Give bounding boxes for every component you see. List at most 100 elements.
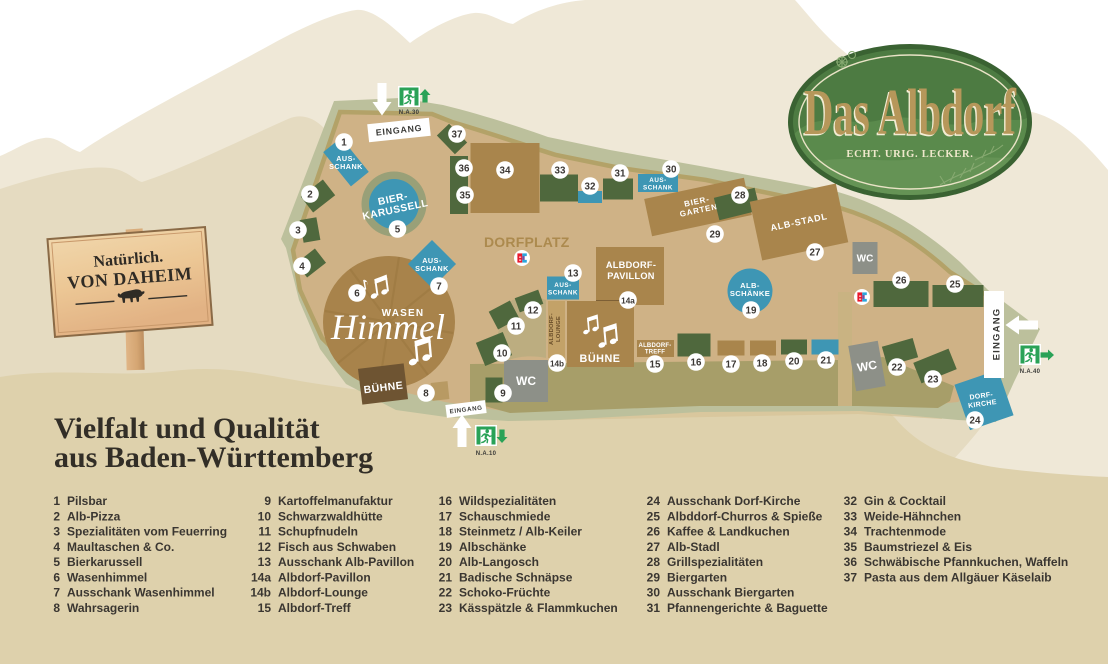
svg-text:Maultaschen & Co.: Maultaschen & Co. — [67, 540, 174, 554]
svg-text:EINGANG: EINGANG — [992, 308, 1003, 361]
svg-text:Schupfnudeln: Schupfnudeln — [278, 525, 358, 539]
svg-text:Spezialitäten vom Feuerring: Spezialitäten vom Feuerring — [67, 525, 227, 539]
svg-text:Alb-Langosch: Alb-Langosch — [459, 555, 539, 569]
svg-text:5: 5 — [395, 224, 401, 235]
svg-text:SCHANK: SCHANK — [643, 184, 673, 191]
svg-text:7: 7 — [436, 281, 442, 292]
svg-text:ALBDORF-: ALBDORF- — [606, 260, 656, 270]
svg-text:N.A.10: N.A.10 — [476, 451, 497, 457]
svg-text:Pilsbar: Pilsbar — [67, 494, 107, 508]
svg-text:N.A.30: N.A.30 — [399, 110, 420, 116]
svg-text:30: 30 — [647, 586, 661, 600]
svg-text:1: 1 — [341, 137, 347, 148]
svg-text:17: 17 — [439, 509, 453, 523]
svg-text:25: 25 — [647, 509, 661, 523]
svg-text:BÜHNE: BÜHNE — [580, 352, 621, 365]
svg-text:9: 9 — [500, 388, 506, 399]
svg-text:20: 20 — [789, 356, 800, 367]
svg-text:SCHÄNKE: SCHÄNKE — [730, 289, 770, 298]
svg-text:Natürlich.: Natürlich. — [93, 248, 164, 270]
svg-text:20: 20 — [439, 555, 453, 569]
svg-text:Wildspezialitäten: Wildspezialitäten — [459, 494, 556, 508]
svg-text:WASEN: WASEN — [382, 308, 425, 319]
svg-text:37: 37 — [452, 129, 463, 140]
svg-text:Pfannengerichte & Baguette: Pfannengerichte & Baguette — [667, 601, 828, 615]
svg-text:18: 18 — [439, 525, 453, 539]
svg-text:26: 26 — [896, 275, 907, 286]
svg-text:KIRCHE: KIRCHE — [968, 399, 997, 410]
svg-text:26: 26 — [647, 525, 661, 539]
svg-text:Trachtenmode: Trachtenmode — [864, 525, 946, 539]
svg-text:10: 10 — [258, 509, 272, 523]
svg-text:Albddorf-Churros & Spieße: Albddorf-Churros & Spieße — [667, 509, 823, 523]
svg-text:16: 16 — [691, 357, 702, 368]
svg-text:28: 28 — [735, 190, 746, 201]
svg-text:23: 23 — [439, 601, 453, 615]
svg-text:Schoko-Früchte: Schoko-Früchte — [459, 586, 551, 600]
svg-text:23: 23 — [928, 374, 939, 385]
svg-text:11: 11 — [511, 321, 522, 332]
svg-text:7: 7 — [53, 586, 60, 600]
svg-text:DORF-: DORF- — [969, 391, 994, 401]
svg-text:Ausschank Dorf-Kirche: Ausschank Dorf-Kirche — [667, 494, 801, 508]
svg-text:Schauschmiede: Schauschmiede — [459, 509, 551, 523]
svg-text:ECHT. URIG. LECKER.: ECHT. URIG. LECKER. — [846, 149, 973, 160]
svg-text:SCHANK: SCHANK — [415, 264, 449, 273]
svg-text:ALB-: ALB- — [740, 281, 760, 290]
svg-text:Himmel: Himmel — [330, 307, 445, 347]
svg-text:30: 30 — [666, 164, 677, 175]
svg-text:Wasenhimmel: Wasenhimmel — [67, 570, 147, 584]
svg-text:AUS-: AUS- — [554, 282, 571, 289]
svg-text:Weide-Hähnchen: Weide-Hähnchen — [864, 509, 961, 523]
svg-text:33: 33 — [555, 165, 566, 176]
svg-text:Steinmetz / Alb-Keiler: Steinmetz / Alb-Keiler — [459, 525, 582, 539]
svg-text:35: 35 — [460, 190, 471, 201]
svg-text:19: 19 — [439, 540, 453, 554]
svg-text:1: 1 — [53, 494, 60, 508]
svg-text:27: 27 — [647, 540, 661, 554]
svg-text:11: 11 — [258, 525, 271, 539]
svg-text:27: 27 — [810, 247, 821, 258]
svg-text:12: 12 — [258, 540, 272, 554]
svg-text:36: 36 — [844, 555, 858, 569]
svg-text:33: 33 — [844, 509, 858, 523]
svg-text:Pasta aus dem Allgäuer Käselai: Pasta aus dem Allgäuer Käselaib — [864, 570, 1052, 584]
svg-text:Bierkarussell: Bierkarussell — [67, 555, 142, 569]
svg-text:Das Albdorf: Das Albdorf — [804, 76, 1016, 149]
svg-text:36: 36 — [459, 163, 470, 174]
svg-text:31: 31 — [647, 601, 661, 615]
svg-text:Baumstriezel & Eis: Baumstriezel & Eis — [864, 540, 972, 554]
svg-text:22: 22 — [892, 362, 903, 373]
svg-text:WC: WC — [516, 374, 536, 388]
svg-text:N.A.40: N.A.40 — [1020, 369, 1041, 375]
svg-text:Vielfalt und Qualität: Vielfalt und Qualität — [54, 412, 320, 445]
svg-text:Das Albdorf: Das Albdorf — [803, 77, 1015, 150]
svg-text:17: 17 — [726, 359, 737, 370]
svg-text:18: 18 — [757, 358, 768, 369]
svg-text:4: 4 — [53, 540, 60, 554]
svg-text:16: 16 — [439, 494, 453, 508]
svg-text:14a: 14a — [621, 296, 635, 305]
svg-text:LOUNGE: LOUNGE — [556, 316, 562, 342]
svg-text:24: 24 — [970, 415, 981, 426]
svg-text:6: 6 — [354, 288, 360, 299]
svg-text:6: 6 — [53, 570, 60, 584]
svg-text:Wahrsagerin: Wahrsagerin — [67, 601, 139, 615]
svg-text:ALBDORF-: ALBDORF- — [549, 313, 555, 345]
svg-text:Albdorf-Lounge: Albdorf-Lounge — [278, 586, 368, 600]
svg-text:5: 5 — [53, 555, 60, 569]
svg-text:Ausschank Wasenhimmel: Ausschank Wasenhimmel — [67, 586, 215, 600]
svg-text:DORFPLATZ: DORFPLATZ — [484, 234, 570, 250]
svg-text:9: 9 — [264, 494, 271, 508]
svg-text:34: 34 — [844, 525, 858, 539]
svg-text:37: 37 — [844, 570, 858, 584]
svg-text:29: 29 — [647, 570, 661, 584]
svg-text:13: 13 — [568, 268, 579, 279]
svg-text:Kaffee & Landkuchen: Kaffee & Landkuchen — [667, 525, 790, 539]
svg-text:Schwäbische Pfannkuchen, Waffe: Schwäbische Pfannkuchen, Waffeln — [864, 555, 1068, 569]
svg-text:Gin & Cocktail: Gin & Cocktail — [864, 494, 946, 508]
svg-text:29: 29 — [710, 229, 721, 240]
svg-text:Kartoffelmanufaktur: Kartoffelmanufaktur — [278, 494, 393, 508]
svg-text:34: 34 — [500, 165, 511, 176]
svg-text:Fisch aus Schwaben: Fisch aus Schwaben — [278, 540, 396, 554]
